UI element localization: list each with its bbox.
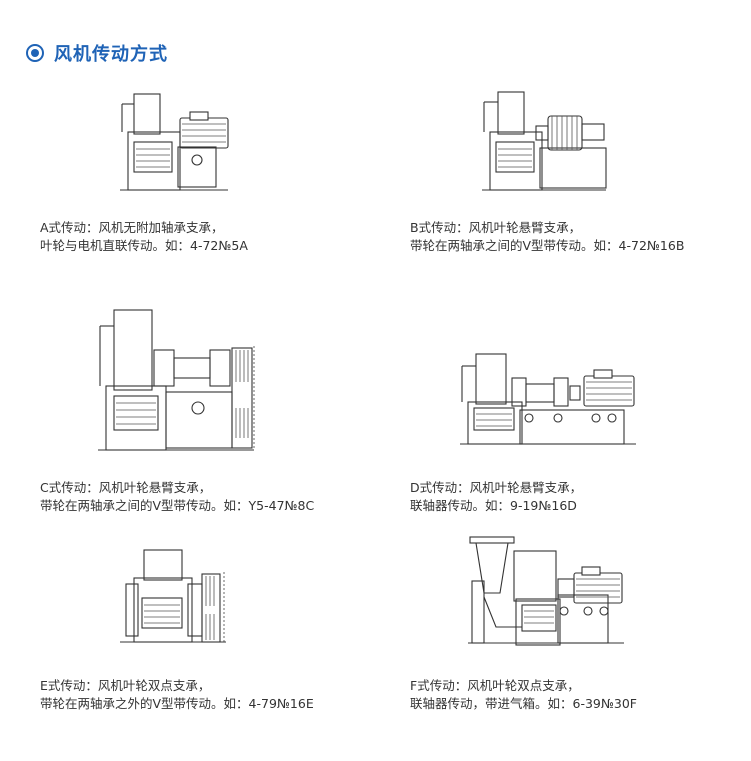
caption-line: B式传动：风机叶轮悬臂支承， <box>410 220 582 235</box>
figure-type-a <box>118 92 233 194</box>
caption-line: 联轴器传动，带进气箱。如：6-39№30F <box>410 696 637 711</box>
caption-line: F式传动：风机叶轮双点支承， <box>410 678 580 693</box>
drawing-type-b <box>482 91 607 191</box>
drawing-type-d <box>460 353 636 445</box>
figure-type-c <box>96 306 256 452</box>
caption-line: 带轮在两轴承之间的V型带传动。如：Y5-47№8C <box>40 498 315 513</box>
caption-line: A式传动：风机无附加轴承支承， <box>40 220 224 235</box>
figure-type-b <box>480 88 608 194</box>
caption-type-f: F式传动：风机叶轮双点支承， 联轴器传动，带进气箱。如：6-39№30F <box>410 677 637 713</box>
caption-line: C式传动：风机叶轮悬臂支承， <box>40 480 212 495</box>
caption-type-a: A式传动：风机无附加轴承支承， 叶轮与电机直联传动。如：4-72№5A <box>40 219 248 255</box>
figure-type-f <box>466 535 628 647</box>
caption-type-b: B式传动：风机叶轮悬臂支承， 带轮在两轴承之间的V型带传动。如：4-72№16B <box>410 219 684 255</box>
circle-bullet-icon <box>26 44 44 62</box>
drawing-type-e <box>120 549 226 643</box>
drawing-type-f <box>468 536 624 646</box>
section-header: 风机传动方式 <box>26 40 168 66</box>
caption-line: D式传动：风机叶轮悬臂支承， <box>410 480 583 495</box>
drawing-type-a <box>120 93 229 191</box>
figure-type-d <box>458 350 640 446</box>
caption-line: 带轮在两轴承之间的V型带传动。如：4-72№16B <box>410 238 685 253</box>
figure-type-e <box>118 548 230 644</box>
caption-type-c: C式传动：风机叶轮悬臂支承， 带轮在两轴承之间的V型带传动。如：Y5-47№8C <box>40 479 314 515</box>
drawing-type-c <box>98 309 255 451</box>
caption-line: 叶轮与电机直联传动。如：4-72№5A <box>40 238 248 253</box>
caption-line: 联轴器传动。如：9-19№16D <box>410 498 577 513</box>
caption-line: 带轮在两轴承之外的V型带传动。如：4-79№16E <box>40 696 314 711</box>
caption-line: E式传动：风机叶轮双点支承， <box>40 678 211 693</box>
caption-type-e: E式传动：风机叶轮双点支承， 带轮在两轴承之外的V型带传动。如：4-79№16E <box>40 677 314 713</box>
section-title: 风机传动方式 <box>54 44 168 65</box>
caption-type-d: D式传动：风机叶轮悬臂支承， 联轴器传动。如：9-19№16D <box>410 479 582 515</box>
